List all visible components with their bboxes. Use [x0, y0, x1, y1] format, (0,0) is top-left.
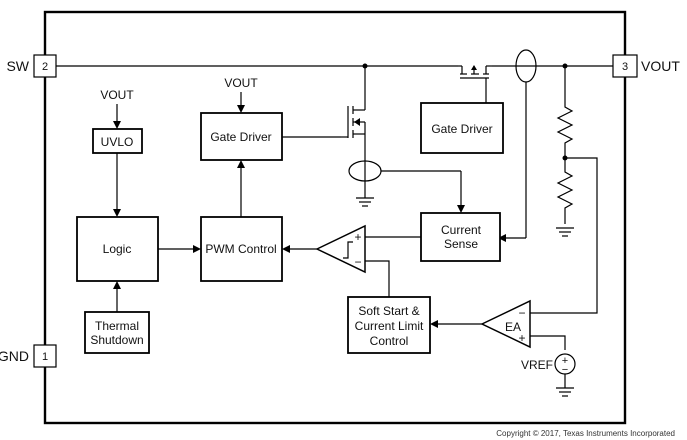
vout-gate-label: VOUT: [224, 76, 258, 90]
svg-text:−: −: [518, 306, 525, 320]
wire: [365, 260, 390, 297]
logic-label: Logic: [103, 242, 132, 256]
arrow-icon: [193, 245, 201, 253]
arrow-icon: [237, 105, 245, 113]
arrow-icon: [237, 160, 245, 168]
ground-icon: [556, 387, 574, 397]
vref-label: VREF: [521, 358, 553, 372]
svg-text:−: −: [354, 255, 361, 269]
arrow-icon: [113, 209, 121, 217]
gate-driver-high-label: Gate Driver: [431, 122, 492, 136]
copyright-text: Copyright © 2017, Texas Instruments Inco…: [496, 429, 675, 438]
resistor-bottom-icon: [556, 158, 574, 224]
ground-icon: [556, 227, 574, 237]
current-sense-block: [420, 212, 501, 262]
arrow-icon: [498, 234, 506, 242]
svg-text:+: +: [518, 331, 525, 345]
pin-vout-label: VOUT: [641, 58, 680, 74]
thermal-label-2: Shutdown: [90, 333, 143, 347]
pin-sw-label: SW: [6, 58, 29, 74]
soft-start-label-1: Soft Start &: [358, 304, 419, 318]
gate-driver-high-block: [420, 102, 504, 154]
svg-text:−: −: [562, 364, 568, 376]
svg-text:+: +: [562, 355, 568, 367]
vout-uvlo-label: VOUT: [100, 88, 134, 102]
arrow-icon: [430, 320, 438, 328]
wire: [530, 335, 566, 350]
current-sense-label-1: Current: [441, 223, 482, 237]
arrow-icon: [282, 245, 290, 253]
arrow-icon: [457, 205, 465, 213]
low-side-mosfet-icon: [341, 66, 366, 198]
uvlo-label: UVLO: [101, 135, 134, 149]
soft-start-label-2: Current Limit: [355, 319, 424, 333]
arrow-icon: [113, 281, 121, 289]
pin-vout-number: 3: [622, 61, 628, 73]
soft-start-block: [347, 296, 431, 354]
pin-sw-number: 2: [42, 61, 48, 73]
pin-sw: 2 SW: [6, 54, 57, 78]
gate-driver-low-block: [200, 112, 283, 161]
pin-vout: 3 VOUT: [612, 54, 680, 78]
svg-text:EA: EA: [505, 320, 521, 334]
current-sense-label-2: Sense: [444, 237, 478, 251]
gate-driver-low-label: Gate Driver: [210, 130, 271, 144]
logic-block: [76, 216, 159, 282]
pwm-comparator-icon: + −: [315, 224, 366, 274]
pin-gnd: 1 GND: [0, 344, 57, 368]
pwm-control-label: PWM Control: [205, 242, 276, 256]
pin-gnd-number: 1: [42, 351, 48, 363]
svg-text:+: +: [354, 230, 361, 244]
pin-gnd-label: GND: [0, 348, 29, 364]
ic-boundary: [43, 10, 627, 425]
ground-icon: [356, 197, 374, 207]
error-amplifier-icon: EA − +: [480, 299, 531, 349]
high-side-mosfet-icon: [458, 65, 492, 103]
arrow-icon: [113, 121, 121, 129]
thermal-label-1: Thermal: [95, 319, 139, 333]
feedback-wire: [530, 157, 598, 314]
soft-start-label-3: Control: [370, 334, 409, 348]
resistor-top-icon: [556, 66, 574, 158]
